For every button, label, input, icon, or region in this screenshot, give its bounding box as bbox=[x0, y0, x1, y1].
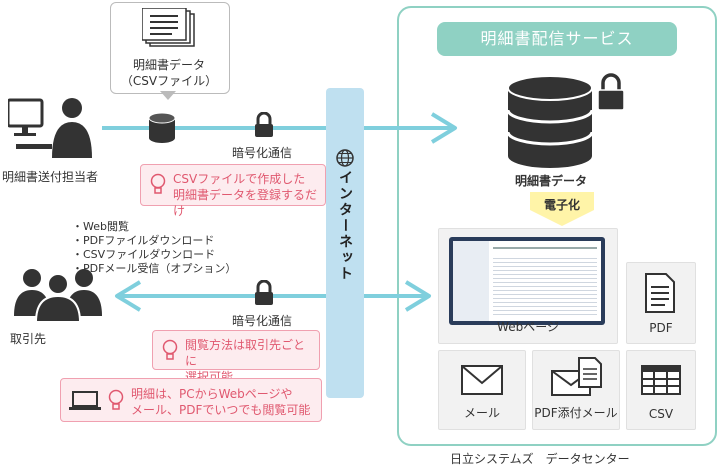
client-arrowhead-right bbox=[404, 280, 431, 312]
sender-label: 明細書送付担当者 bbox=[2, 170, 99, 184]
pdf-mail-card: PDF添付メール bbox=[532, 350, 620, 430]
client-feature-item: ・CSVファイルダウンロード bbox=[72, 248, 216, 261]
lightbulb-icon bbox=[162, 339, 178, 360]
note-csv-line2: 明細書データを登録するだけ bbox=[173, 188, 318, 218]
note-view: 閲覧方法は取引先ごとに 選択可能 bbox=[152, 330, 320, 384]
upload-arrowhead bbox=[430, 112, 457, 144]
client-feature-item: ・PDFファイルダウンロード bbox=[72, 234, 215, 247]
csv-card: CSV bbox=[626, 350, 696, 430]
internet-bar bbox=[326, 88, 364, 398]
note-view-line1: 閲覧方法は取引先ごとに bbox=[185, 338, 306, 368]
spreadsheet-icon bbox=[641, 365, 681, 395]
globe-icon bbox=[336, 149, 354, 167]
csv-label: CSV bbox=[648, 407, 674, 421]
note-csv-line1: CSVファイルで作成した bbox=[173, 172, 306, 186]
digitize-label: 電子化 bbox=[543, 198, 580, 212]
lightbulb-icon bbox=[108, 389, 124, 410]
client-feature-list: ・Web閲覧 ・PDFファイルダウンロード ・CSVファイルダウンロード ・PD… bbox=[72, 220, 236, 276]
csv-bubble-line1: 明細書データ bbox=[132, 58, 205, 72]
envelope-icon bbox=[461, 365, 503, 395]
internet-label: インターネット bbox=[337, 170, 353, 282]
web-sidebar bbox=[453, 241, 489, 321]
db-label: 明細書データ bbox=[515, 174, 588, 188]
csv-bubble-line2: （CSVファイル） bbox=[120, 74, 218, 88]
encrypted-label-bottom: 暗号化通信 bbox=[232, 314, 293, 328]
web-table bbox=[493, 255, 597, 317]
pdf-mail-label: PDF添付メール bbox=[534, 406, 618, 420]
client-feature-item: ・Web閲覧 bbox=[72, 220, 129, 233]
web-header-line bbox=[493, 247, 597, 249]
bubble-tail bbox=[160, 91, 176, 100]
note-csv: CSVファイルで作成した 明細書データを登録するだけ bbox=[140, 164, 326, 218]
client-arrowhead-left bbox=[115, 280, 142, 312]
document-stack-icon bbox=[142, 8, 195, 47]
note-pc-line2: メール、PDFでいつでも閲覧可能 bbox=[131, 403, 311, 417]
lock-icon bbox=[255, 112, 273, 137]
database-lock-icon bbox=[506, 73, 625, 168]
pdf-card: PDF bbox=[626, 262, 696, 344]
lock-icon bbox=[255, 280, 273, 305]
web-screen bbox=[449, 237, 605, 325]
pdf-document-icon bbox=[645, 273, 675, 313]
client-label: 取引先 bbox=[10, 332, 47, 346]
mail-label: メール bbox=[463, 406, 500, 420]
client-group-icon bbox=[14, 269, 102, 322]
encrypted-label-top: 暗号化通信 bbox=[232, 146, 293, 160]
envelope-attachment-icon bbox=[551, 357, 602, 396]
pdf-label: PDF bbox=[649, 321, 673, 335]
sender-person-pc-icon bbox=[8, 98, 92, 158]
mail-card: メール bbox=[438, 350, 526, 430]
digitize-arrow bbox=[530, 192, 594, 226]
note-pc-line1: 明細は、PCからWebページや bbox=[131, 387, 293, 401]
client-feature-item: ・PDFメール受信（オプション） bbox=[72, 262, 237, 275]
web-screen-content bbox=[453, 241, 601, 321]
csv-database-icon bbox=[148, 112, 176, 143]
service-title: 明細書配信サービス bbox=[437, 22, 677, 56]
note-pc: 明細は、PCからWebページや メール、PDFでいつでも閲覧可能 bbox=[60, 378, 322, 422]
laptop-icon bbox=[69, 391, 101, 410]
web-card: Webページ bbox=[438, 228, 618, 344]
footer-label: 日立システムズ データセンター bbox=[450, 452, 630, 466]
lightbulb-icon bbox=[150, 173, 166, 194]
web-label: Webページ bbox=[497, 320, 559, 334]
